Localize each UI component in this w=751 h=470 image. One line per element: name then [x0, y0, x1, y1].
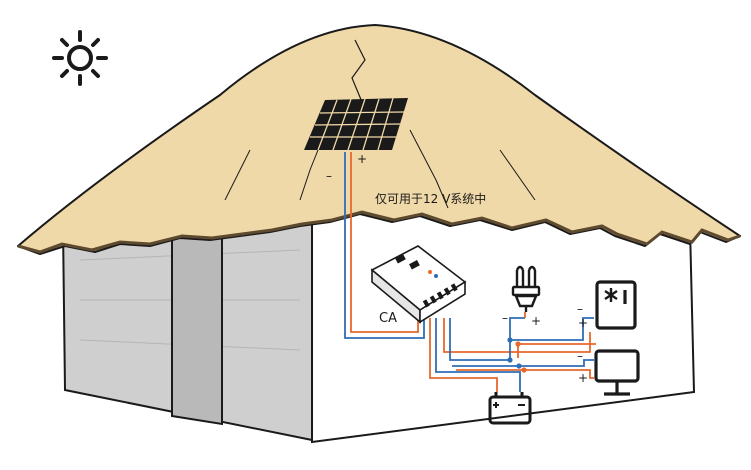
tv-negative-mark: –	[577, 349, 583, 363]
fridge-negative-mark: –	[577, 302, 583, 316]
cfl-bulb-icon	[511, 265, 541, 312]
tv-positive-mark: +	[578, 371, 588, 385]
charge-controller-icon	[370, 245, 467, 324]
battery-icon	[488, 392, 532, 425]
system-voltage-note: 仅可用于12 V系统中	[375, 191, 486, 206]
refrigerator-icon	[595, 280, 637, 330]
wire-junctions	[507, 337, 527, 373]
panel-positive-mark: +	[357, 152, 367, 166]
fridge-positive-mark: +	[578, 316, 588, 330]
solar-panel-icon	[304, 97, 408, 151]
bulb-negative-mark: –	[502, 311, 508, 325]
panel-negative-mark: –	[326, 169, 332, 183]
controller-label: CA	[379, 311, 397, 326]
tv-monitor-icon	[594, 349, 640, 396]
door	[171, 232, 223, 426]
sun-icon	[52, 30, 108, 86]
bulb-positive-mark: +	[531, 314, 541, 328]
